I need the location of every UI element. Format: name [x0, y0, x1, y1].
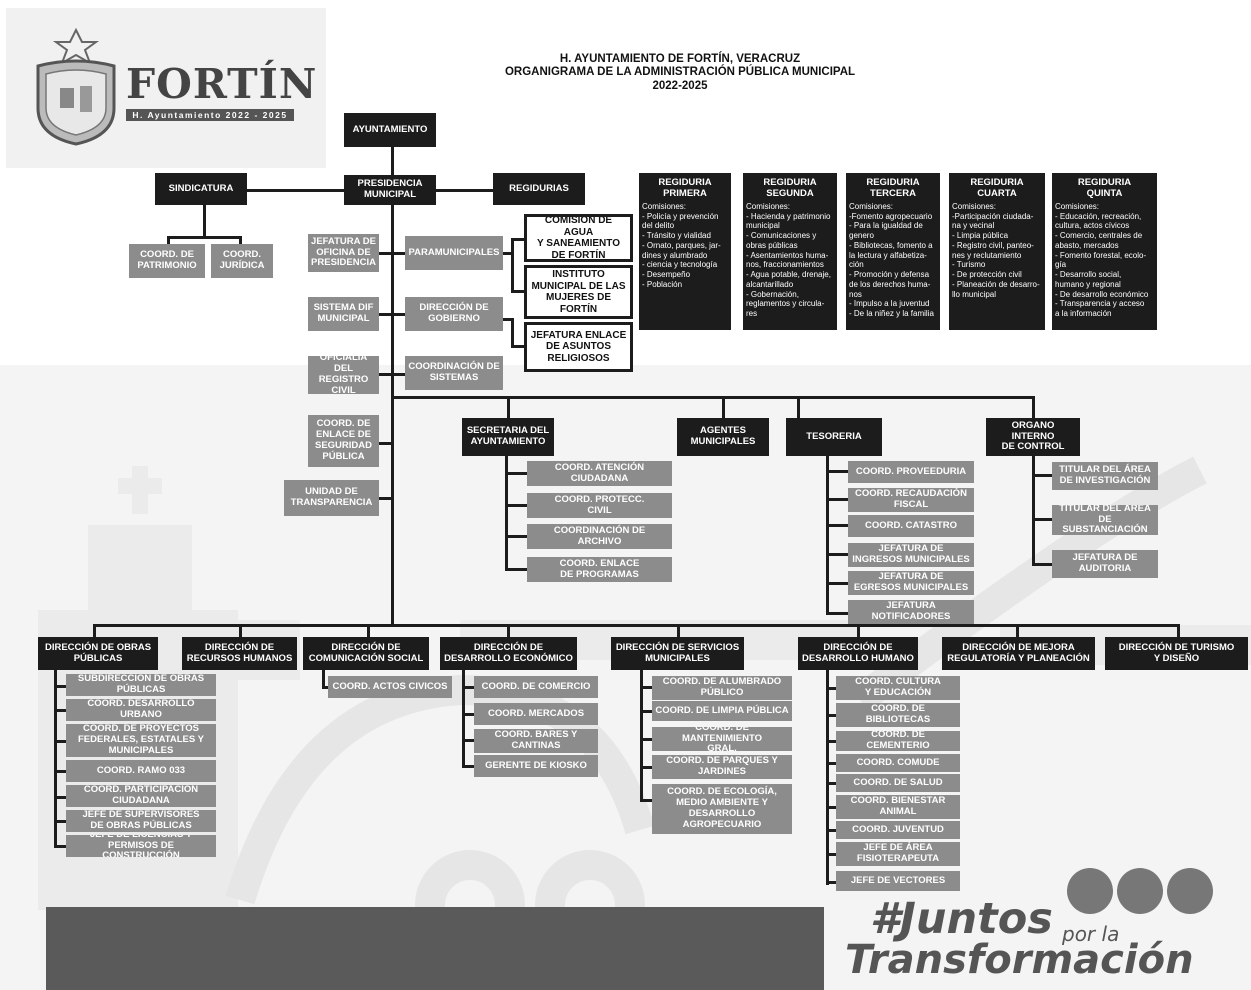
church-icon: [1167, 868, 1213, 914]
node-presidencia: PRESIDENCIA MUNICIPAL: [344, 175, 436, 205]
organo-child: TITULAR DEL ÁREA DE INVESTIGACIÓN: [1052, 462, 1158, 490]
humano-child: COORD. DE BIBLIOTECAS: [836, 703, 960, 727]
logo-panel: FORTÍN H. Ayuntamiento 2022 - 2025: [6, 8, 326, 168]
regiduria-cuarta-comisiones: Comisiones: -Participación ciudada- na y…: [952, 201, 1040, 299]
tesoreria-child: COORD. RECAUDACIÓN FISCAL: [848, 488, 974, 512]
servicios-child: COORD. DE PARQUES Y JARDINES: [652, 755, 792, 779]
secretaria-child: COORD. ENLACE DE PROGRAMAS: [527, 557, 672, 582]
node-direccion-gobierno: DIRECCIÓN DE GOBIERNO: [405, 297, 503, 331]
economico-child: COORD. BARES Y CANTINAS: [474, 729, 598, 753]
page-title: H. AYUNTAMIENTO DE FORTÍN, VERACRUZ ORGA…: [440, 53, 920, 93]
humano-child: JEFE DE ÁREA FISIOTERAPEUTA: [836, 842, 960, 866]
direccion-comunicacion-social: DIRECCIÓN DE COMUNICACIÓN SOCIAL: [303, 637, 429, 670]
direccion-desarrollo-humano: DIRECCIÓN DE DESARROLLO HUMANO: [798, 637, 918, 670]
regiduria-primera-title: REGIDURIA PRIMERA: [658, 177, 712, 199]
comunicacion-child: COORD. ACTOS CIVICOS: [328, 676, 452, 698]
regiduria-segunda-title: REGIDURIA SEGUNDA: [763, 177, 817, 199]
obras-child: COORD. DESARROLLO URBANO: [66, 699, 216, 721]
node-tesoreria: TESORERIA: [786, 418, 882, 456]
regiduria-cuarta: REGIDURIA CUARTA Comisiones: -Participac…: [949, 173, 1045, 330]
tunnel-icon: [1067, 868, 1113, 914]
node-jefatura-religiosos: JEFATURA ENLACE DE ASUNTOS RELIGIOSOS: [524, 322, 633, 372]
organo-child: TITULAR DEL ÁREA DE SUBSTANCIACIÓN: [1052, 505, 1158, 535]
humano-child: COORD. DE CEMENTERIO: [836, 731, 960, 751]
tesoreria-child: JEFATURA DE INGRESOS MUNICIPALES: [848, 543, 974, 567]
node-coord-sistemas: COORDINACIÓN DE SISTEMAS: [405, 356, 503, 390]
footer-bar: [46, 907, 824, 990]
node-instituto-mujeres: INSTITUTO MUNICIPAL DE LAS MUJERES DE FO…: [524, 265, 633, 319]
leaf-icon: [1117, 868, 1163, 914]
tesoreria-child: JEFATURA DE EGRESOS MUNICIPALES: [848, 571, 974, 595]
obras-child: JEFE DE LICENCIAS Y PERMISOS DE CONSTRUC…: [66, 835, 216, 857]
node-sistema-dif: SISTEMA DIF MUNICIPAL: [308, 297, 379, 331]
slogan-por-la: por la: [1062, 922, 1120, 946]
regiduria-tercera-comisiones: Comisiones: -Fomento agropecuario - Para…: [849, 201, 934, 319]
node-comision-agua: COMISIÓN DE AGUA Y SANEAMIENTO DE FORTÍN: [524, 214, 633, 262]
humano-child: JEFE DE VECTORES: [836, 871, 960, 891]
servicios-child: COORD. DE ALUMBRADO PÚBLICO: [652, 676, 792, 700]
node-coord-juridica: COORD. JURÍDICA: [211, 244, 273, 278]
obras-child: COORD. RAMO 033: [66, 760, 216, 782]
slogan-hashtag: #Juntos: [870, 894, 1053, 944]
secretaria-child: COORD. PROTECC. CIVIL: [527, 493, 672, 518]
regiduria-segunda: REGIDURIA SEGUNDA Comisiones: - Hacienda…: [743, 173, 837, 330]
obras-child: COORD. DE PROYECTOS FEDERALES, ESTATALES…: [66, 724, 216, 757]
logo-subtitle: H. Ayuntamiento 2022 - 2025: [126, 109, 294, 121]
humano-child: COORD. BIENESTAR ANIMAL: [836, 795, 960, 819]
regiduria-primera: REGIDURIA PRIMERA Comisiones: - Policía …: [639, 173, 731, 330]
regiduria-segunda-comisiones: Comisiones: - Hacienda y patrimonio muni…: [746, 201, 831, 319]
direccion-obras-publicas: DIRECCIÓN DE OBRAS PÚBLICAS: [38, 637, 158, 670]
obras-child: SUBDIRECCIÓN DE OBRAS PÚBLICAS: [66, 674, 216, 696]
slogan-transformacion: Transformación: [845, 937, 1194, 983]
obras-child: COORD. PARTICIPACIÓN CIUDADANA: [66, 785, 216, 807]
title-line-1: H. AYUNTAMIENTO DE FORTÍN, VERACRUZ: [559, 53, 801, 65]
logo-name: FORTÍN: [126, 60, 318, 108]
humano-child: COORD. JUVENTUD: [836, 821, 960, 839]
regiduria-tercera-title: REGIDURIA TERCERA: [866, 177, 920, 199]
title-line-3: 2022-2025: [652, 79, 708, 92]
node-secretaria: SECRETARIA DEL AYUNTAMIENTO: [462, 418, 554, 456]
coat-of-arms-icon: [36, 28, 116, 146]
direccion-turismo-diseno: DIRECCIÓN DE TURISMO Y DISEÑO: [1105, 637, 1248, 670]
organo-child: JEFATURA DE AUDITORIA: [1052, 550, 1158, 578]
node-sindicatura: SINDICATURA: [155, 173, 247, 205]
node-agentes: AGENTES MUNICIPALES: [677, 418, 769, 456]
regiduria-quinta-title: REGIDURIA QUINTA: [1077, 177, 1132, 199]
regiduria-tercera: REGIDURIA TERCERA Comisiones: -Fomento a…: [846, 173, 940, 330]
direccion-desarrollo-economico: DIRECCIÓN DE DESARROLLO ECONÓMICO: [440, 637, 577, 670]
node-regidurias: REGIDURIAS: [493, 173, 585, 205]
regiduria-quinta: REGIDURIA QUINTA Comisiones: - Educación…: [1052, 173, 1157, 330]
direccion-recursos-humanos: DIRECCIÓN DE RECURSOS HUMANOS: [182, 637, 297, 670]
direccion-mejora-regulatoria: DIRECCIÓN DE MEJORA REGULATORÍA Y PLANEA…: [942, 637, 1095, 670]
humano-child: COORD. CULTURA Y EDUCACIÓN: [836, 676, 960, 700]
tesoreria-child: JEFATURA NOTIFICADORES: [848, 600, 974, 624]
secretaria-child: COORDINACIÓN DE ARCHIVO: [527, 524, 672, 549]
node-coord-patrimonio: COORD. DE PATRIMONIO: [129, 244, 205, 278]
tesoreria-child: COORD. CATASTRO: [848, 515, 974, 537]
servicios-child: COORD. DE MANTENIMIENTO GRAL.: [652, 727, 792, 751]
node-organo: ORGANO INTERNO DE CONTROL: [986, 418, 1080, 456]
obras-child: JEFE DE SUPERVISORES DE OBRAS PÚBLICAS: [66, 810, 216, 832]
regiduria-cuarta-title: REGIDURIA CUARTA: [970, 177, 1024, 199]
node-jefatura-oficina: JEFATURA DE OFICINA DE PRESIDENCIA: [308, 234, 379, 272]
economico-child: COORD. MERCADOS: [474, 703, 598, 725]
servicios-child: COORD. DE LIMPIA PÚBLICA: [652, 701, 792, 721]
economico-child: GERENTE DE KIOSKO: [474, 755, 598, 777]
regiduria-quinta-comisiones: Comisiones: - Educación, recreación, cul…: [1055, 201, 1149, 319]
secretaria-child: COORD. ATENCIÓN CIUDADANA: [527, 461, 672, 486]
node-ayuntamiento: AYUNTAMIENTO: [344, 113, 436, 147]
servicios-child: COORD. DE ECOLOGÍA, MEDIO AMBIENTE Y DES…: [652, 784, 792, 834]
direccion-servicios-municipales: DIRECCIÓN DE SERVICIOS MUNICIPALES: [611, 637, 744, 670]
title-line-2: ORGANIGRAMA DE LA ADMINISTRACIÓN PÚBLICA…: [504, 66, 856, 79]
tesoreria-child: COORD. PROVEEDURIA: [848, 461, 974, 483]
node-paramunicipales: PARAMUNICIPALES: [405, 236, 503, 270]
node-unidad-transparencia: UNIDAD DE TRANSPARENCIA: [284, 480, 379, 516]
node-oficialia: OFICIALIA DEL REGISTRO CIVIL: [308, 356, 379, 394]
economico-child: COORD. DE COMERCIO: [474, 676, 598, 698]
humano-child: COORD. DE SALUD: [836, 774, 960, 792]
humano-child: COORD. COMUDE: [836, 754, 960, 772]
node-coord-seguridad: COORD. DE ENLACE DE SEGURIDAD PÚBLICA: [308, 415, 379, 467]
regiduria-primera-comisiones: Comisiones: - Policía y prevención del d…: [642, 201, 721, 289]
